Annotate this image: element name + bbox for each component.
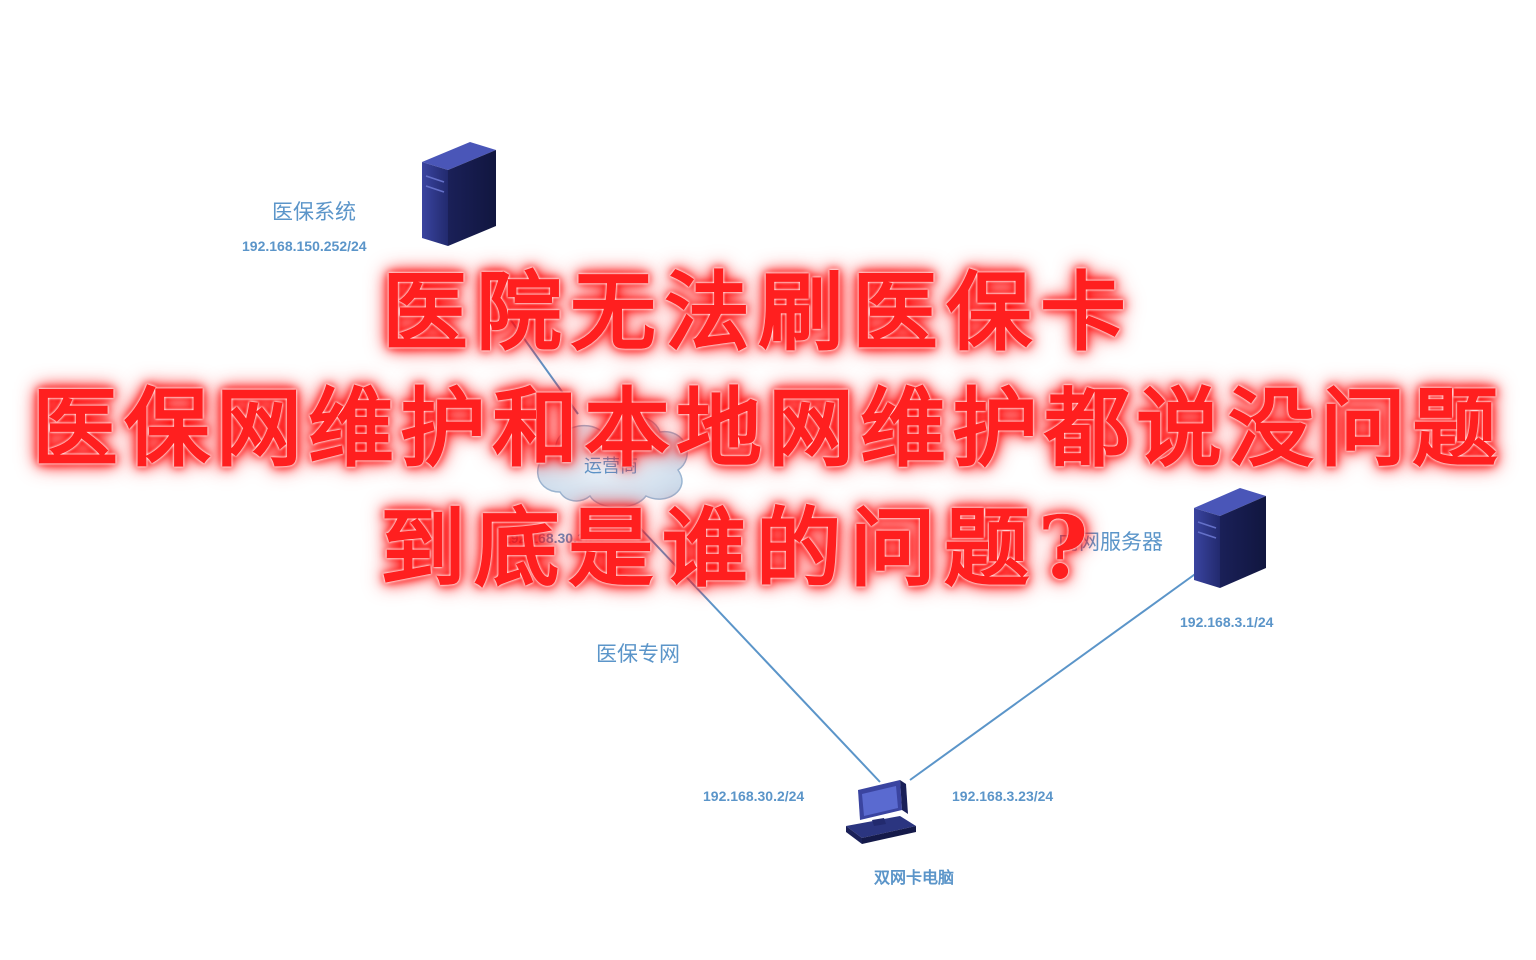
medical-system-ip: 192.168.150.252/24: [242, 238, 367, 254]
carrier-label: 运营商: [584, 456, 638, 477]
medical-system-server-icon: [422, 142, 496, 246]
link-server-to-pc: [909, 571, 1199, 781]
pc-ip-left: 192.168.30.2/24: [703, 788, 805, 804]
dual-nic-computer-icon: [846, 780, 916, 844]
pc-ip-right: 192.168.3.23/24: [952, 788, 1054, 804]
link-carrier-to-pc: [639, 527, 881, 783]
carrier-ip: 192.168.30.1/24: [503, 530, 605, 546]
link-medical-system-to-carrier: [504, 311, 579, 415]
carrier-cloud-icon: [537, 414, 688, 508]
intranet-server-ip: 192.168.3.1/24: [1180, 614, 1274, 630]
headline-line-2: 医保网维护和本地网维护都说没问题: [32, 378, 1504, 479]
headline-line-3: 到底是谁的问题?: [379, 498, 1097, 599]
headline-line-1: 医院无法刷医保卡: [382, 262, 1134, 363]
pc-label: 双网卡电脑: [874, 868, 955, 887]
medical-system-label: 医保系统: [272, 200, 356, 224]
medical-private-net-label: 医保专网: [596, 642, 680, 666]
intranet-server-icon: [1194, 488, 1266, 588]
intranet-server-label: 内网服务器: [1058, 530, 1163, 554]
